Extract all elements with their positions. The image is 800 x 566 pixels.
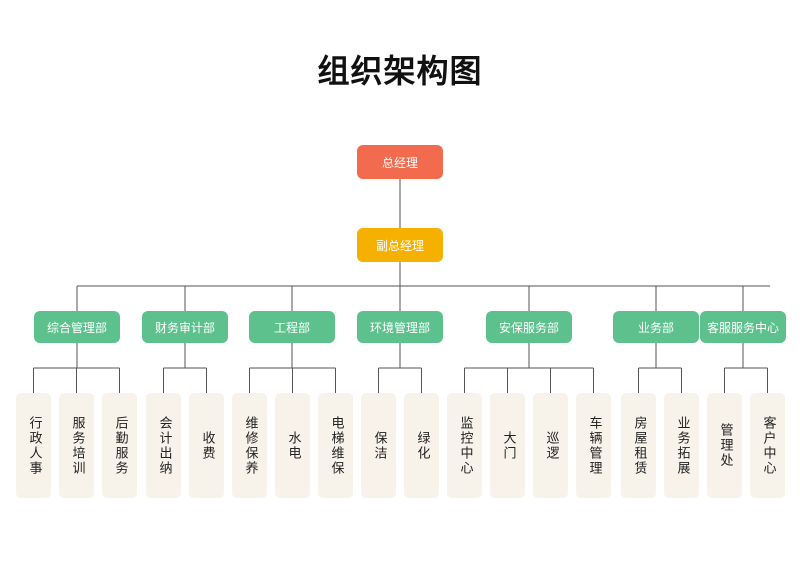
unit-node: 保洁 [361,393,396,498]
unit-node: 行政人事 [16,393,51,498]
department-label: 业务部 [637,320,674,335]
unit-node: 监控中心 [447,393,482,498]
unit-node: 维修保养 [232,393,267,498]
unit-label: 业务拓展 [674,415,690,476]
unit-node: 房屋租赁 [621,393,656,498]
unit-label: 客户中心 [760,415,776,476]
department-node: 财务审计部 [142,311,228,343]
unit-node: 后勤服务 [102,393,137,498]
department-node: 客服服务中心 [700,311,786,343]
unit-label: 房屋租赁 [631,415,647,476]
unit-node: 业务拓展 [664,393,699,498]
department-node: 环境管理部 [357,311,443,343]
unit-label: 水电 [285,430,301,461]
deputy-general-manager-node: 副总经理 [357,228,443,262]
unit-label: 后勤服务 [112,415,128,476]
department-label: 环境管理部 [369,320,430,335]
unit-label: 大门 [500,430,516,461]
unit-label: 维修保养 [242,415,258,476]
unit-label: 监控中心 [457,415,473,476]
unit-label: 会计出纳 [156,415,172,476]
department-label: 工程部 [273,320,310,335]
general-manager-label: 总经理 [381,155,418,170]
unit-label: 保洁 [371,430,387,461]
unit-label: 车辆管理 [586,415,602,476]
general-manager-node: 总经理 [357,145,443,179]
unit-label: 绿化 [414,430,430,461]
department-node: 综合管理部 [34,311,120,343]
unit-node: 会计出纳 [146,393,181,498]
unit-label: 电梯维保 [328,415,344,476]
unit-node: 收费 [189,393,224,498]
unit-label: 行政人事 [26,415,42,476]
unit-node: 大门 [490,393,525,498]
department-node: 安保服务部 [486,311,572,343]
unit-node: 管理处 [707,393,742,498]
unit-label: 巡逻 [543,430,559,461]
unit-node: 水电 [275,393,310,498]
unit-node: 绿化 [404,393,439,498]
unit-node: 电梯维保 [318,393,353,498]
deputy-general-manager-label: 副总经理 [375,238,424,253]
page-title: 组织架构图 [317,52,483,90]
unit-node: 客户中心 [750,393,785,498]
unit-label: 管理处 [717,423,733,468]
unit-label: 收费 [199,430,215,461]
unit-node: 服务培训 [59,393,94,498]
unit-node: 巡逻 [533,393,568,498]
department-node: 业务部 [613,311,699,343]
unit-node: 车辆管理 [576,393,611,498]
department-label: 安保服务部 [498,320,559,335]
department-node: 工程部 [249,311,335,343]
department-label: 客服服务中心 [706,320,779,335]
department-label: 财务审计部 [154,320,215,335]
department-label: 综合管理部 [46,320,107,335]
unit-label: 服务培训 [69,415,85,476]
